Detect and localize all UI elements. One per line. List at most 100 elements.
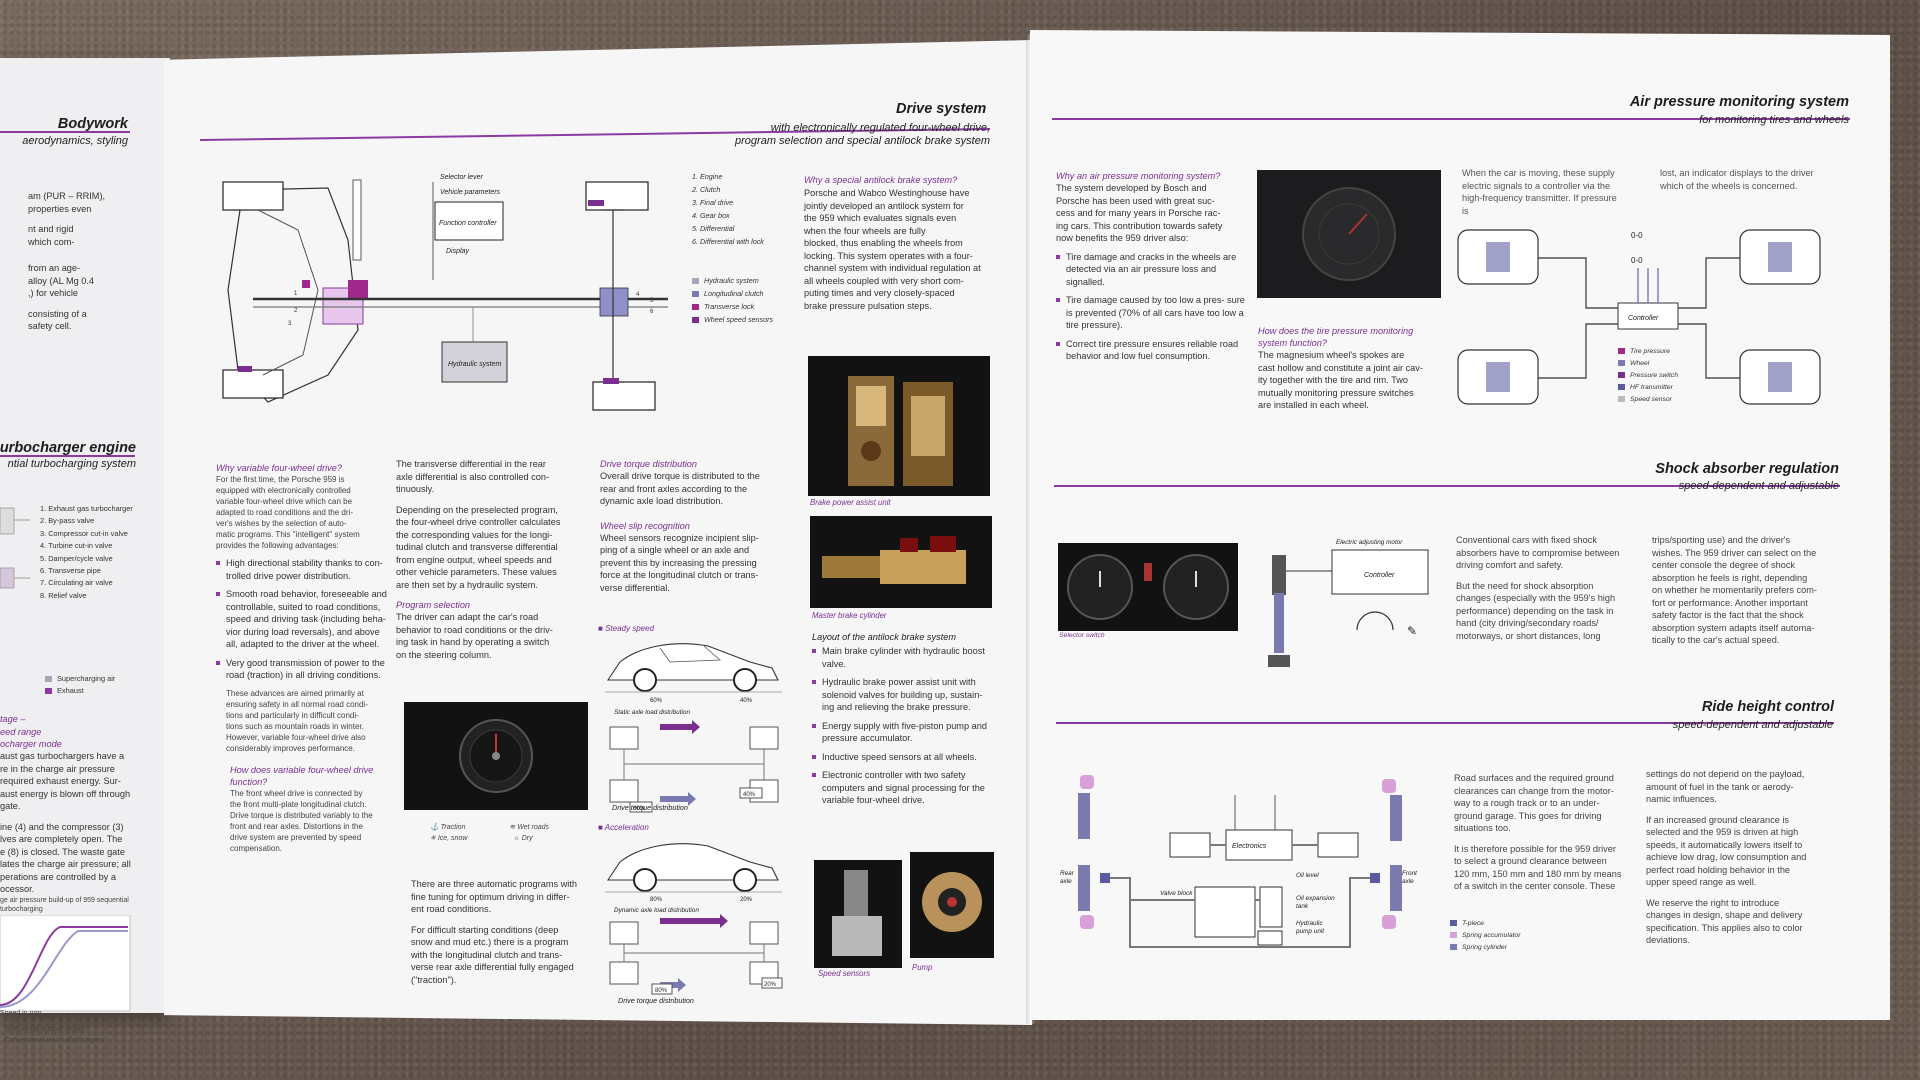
svg-text:4: 4: [636, 292, 640, 298]
program-keys: ⚓ Traction ≋ Wet roads ✳ Ice, snow ☼ Dry: [430, 824, 550, 842]
master-brake-caption: Master brake cylinder: [812, 611, 887, 620]
air-pressure-diagram: Controller 0-0 0-0: [1457, 229, 1821, 405]
torque-distribution-heading: Drive torque distribution: [600, 459, 698, 469]
selector-lever-label: Selector lever: [440, 174, 483, 181]
svg-text:0-0: 0-0: [1631, 231, 1643, 240]
steady-speed-label: ■ Steady speed: [598, 624, 654, 633]
valve-block-label: Valve block: [1160, 890, 1193, 897]
pump-caption: Pump: [912, 963, 933, 972]
air-title: Air pressure monitoring system: [1629, 94, 1849, 110]
oil-tank-label: Oil expansion: [1296, 895, 1335, 902]
pencil-icon: ✎: [1407, 624, 1417, 638]
hydraulic-system-label: Hydraulic system: [448, 361, 501, 368]
drive-col1: Why variable four-wheel drive? For the f…: [216, 462, 391, 854]
selector-switch-caption: Selector switch: [1059, 632, 1105, 639]
svg-text:20%: 20%: [764, 982, 777, 988]
svg-text:60%: 60%: [633, 806, 646, 812]
air-col1: Why an air pressure monitoring system? T…: [1056, 171, 1245, 361]
ride-subtitle: speed-dependent and adjustable: [1672, 719, 1833, 731]
abs-layout-heading: Layout of the antilock brake system: [812, 632, 957, 642]
graph-xlabel: Speed in rpm: [0, 1010, 42, 1017]
shock-diagram: Electric adjusting motor Controller ✎: [1268, 539, 1429, 667]
traction-icon: ⚓: [430, 824, 439, 831]
drive-col3: Drive torque distribution Overall drive …: [600, 458, 790, 594]
why-4wd-question: Why variable four-wheel drive?: [216, 463, 342, 473]
svg-text:40%: 40%: [740, 698, 753, 704]
air-controller-label: Controller: [1628, 315, 1659, 322]
sun-icon: ☼: [513, 835, 520, 842]
shock-title: Shock absorber regulation: [1655, 461, 1839, 477]
graph-key-2: Conventional twin turbochargers: [4, 1037, 105, 1044]
air-subtitle: for monitoring tires and wheels: [1699, 114, 1849, 126]
rear-axle-label: Rear: [1060, 870, 1075, 877]
master-brake-photo: [810, 516, 992, 608]
turbo-title: urbocharger engine: [0, 440, 136, 456]
abs-layout-list: Main brake cylinder with hydraulic boost…: [812, 645, 996, 813]
turbo-diagram: [0, 507, 30, 589]
electronics-label: Electronics: [1232, 843, 1267, 850]
turbo-legend-colors: Supercharging air Exhaust: [45, 673, 115, 698]
front-axle-label: Front: [1402, 870, 1417, 877]
air-col4: lost, an indicator displays to the drive…: [1660, 168, 1814, 191]
graph-key-1: "Sequential turbocharging": [4, 1026, 87, 1033]
drive-torque-caption: Drive torque distribution: [612, 803, 688, 812]
electric-motor-label: Electric adjusting motor: [1336, 539, 1403, 546]
acceleration-label: ■ Acceleration: [598, 823, 649, 832]
drive-subtitle: with electronically regulated four-wheel…: [735, 122, 990, 147]
oil-level-label: Oil level: [1296, 872, 1319, 879]
bodywork-title: Bodywork: [57, 116, 128, 132]
svg-text:20%: 20%: [740, 897, 753, 903]
svg-text:6: 6: [650, 309, 654, 315]
svg-text:0-0: 0-0: [1631, 256, 1643, 265]
svg-text:axle: axle: [1402, 878, 1414, 885]
left-folded-page: Bodywork aerodynamics, styling am (PUR –…: [0, 58, 170, 1044]
drivetrain-diagram: Function controller Selector lever Vehic…: [222, 174, 668, 411]
dynamic-axle-caption: Dynamic axle load distribution: [614, 907, 699, 914]
svg-text:80%: 80%: [655, 988, 668, 994]
graph-title: ge air pressure build-up of 959 sequenti…: [0, 897, 129, 913]
svg-text:axle: axle: [1060, 878, 1072, 885]
shock-subtitle: speed-dependent and adjustable: [1678, 480, 1839, 492]
ride-height-diagram: Electronics Valve block Oil level Oil ex…: [1060, 775, 1417, 948]
svg-text:pump unit: pump unit: [1295, 928, 1324, 935]
drive-title: Drive system: [896, 101, 987, 117]
bodywork-subtitle: aerodynamics, styling: [22, 135, 128, 147]
shock-controller-label: Controller: [1364, 572, 1395, 579]
vehicle-parameters-label: Vehicle parameters: [440, 189, 501, 196]
program-selection-heading: Program selection: [396, 600, 471, 610]
acceleration-diagram: 80% 20% Dynamic axle load distribution 8…: [605, 843, 783, 995]
brake-power-caption: Brake power assist unit: [810, 498, 891, 507]
function-controller-label: Function controller: [439, 220, 497, 227]
ride-legend: T-piece Spring accumulator Spring cylind…: [1450, 918, 1521, 954]
bodywork-text: am (PUR – RRIM),properties even nt and r…: [28, 191, 106, 331]
pressure-graph: [0, 915, 131, 1012]
svg-text:5: 5: [650, 298, 654, 304]
svg-text:1: 1: [294, 291, 298, 297]
pump-unit-label: Hydraulic: [1296, 920, 1323, 927]
ride-title: Ride height control: [1701, 699, 1834, 715]
svg-text:tank: tank: [1296, 903, 1309, 910]
selector-switch-photo: [1058, 543, 1238, 631]
svg-text:2: 2: [294, 308, 298, 314]
display-label: Display: [446, 248, 469, 255]
svg-text:40%: 40%: [743, 792, 756, 798]
static-axle-caption: Static axle load distribution: [614, 709, 690, 716]
program-switch-photo: [404, 702, 588, 810]
steady-speed-diagram: 60% 40% Static axle load distribution 60…: [605, 643, 782, 813]
abs-question: Why a special antilock brake system?: [804, 175, 958, 185]
ride-col2: settings do not depend on the payload,am…: [1646, 769, 1807, 945]
wet-roads-icon: ≋: [509, 824, 516, 831]
